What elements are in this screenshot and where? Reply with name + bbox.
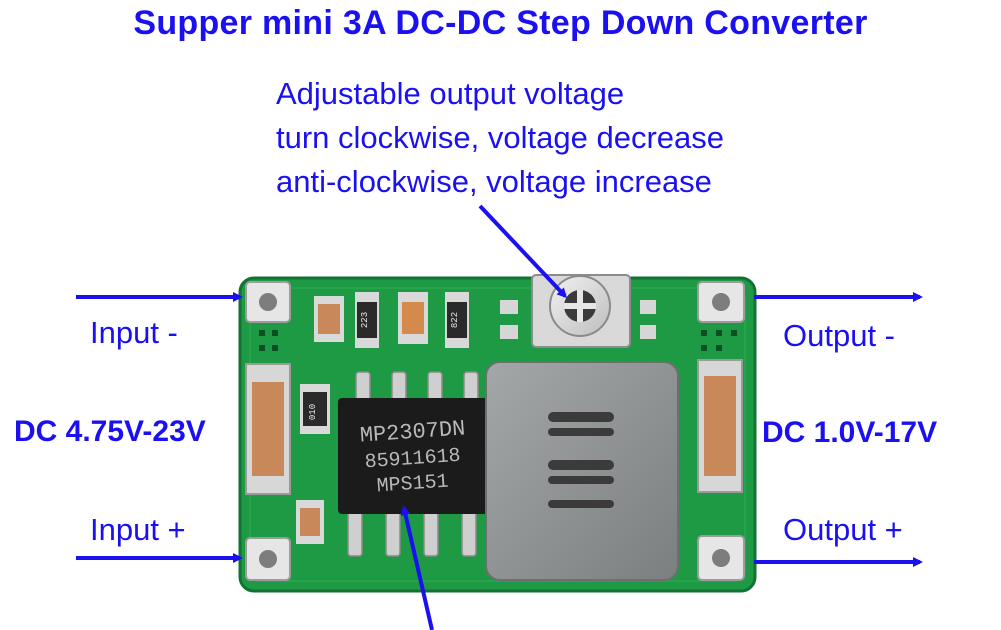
adjust-note-line-3: anti-clockwise, voltage increase <box>276 164 712 199</box>
capacitor-top-left <box>314 296 344 342</box>
inductor <box>485 361 679 581</box>
pcb-vias <box>259 330 737 351</box>
diode-010-mark: 010 <box>308 404 318 420</box>
input-voltage-range: DC 4.75V-23V <box>14 415 206 448</box>
input-plus-pad <box>245 537 291 581</box>
chip-pointer-arrow <box>400 505 434 630</box>
capacitor-bottom-left <box>296 500 324 544</box>
output-plus-label: Output + <box>783 512 903 547</box>
output-voltage-range: DC 1.0V-17V <box>762 416 938 449</box>
resistor-822: 822 <box>445 292 469 348</box>
adjust-note-line-2: turn clockwise, voltage decrease <box>276 120 725 155</box>
output-minus-pad <box>697 281 745 323</box>
input-capacitor <box>245 363 291 495</box>
input-minus-label: Input - <box>90 315 178 350</box>
output-plus-pad <box>697 535 745 581</box>
resistor-822-mark: 822 <box>450 312 460 328</box>
resistor-223: 223 <box>355 292 379 348</box>
ic-marking-line-3: MPS151 <box>376 471 449 499</box>
arrows <box>76 204 923 630</box>
output-capacitor <box>697 359 743 493</box>
ic-chip: MP2307DN 85911618 MPS151 <box>338 398 488 514</box>
potentiometer-pointer-arrow <box>478 204 568 299</box>
adjust-note-line-1: Adjustable output voltage <box>276 76 625 111</box>
input-minus-pad <box>245 281 291 323</box>
page-title: Supper mini 3A DC-DC Step Down Converter <box>133 4 868 42</box>
input-plus-label: Input + <box>90 512 186 547</box>
pcb-small-pads <box>500 300 656 339</box>
resistor-223-mark: 223 <box>360 312 370 328</box>
potentiometer <box>531 274 631 348</box>
capacitor-top-middle <box>398 292 428 344</box>
output-minus-label: Output - <box>783 318 895 353</box>
diode-010: 010 <box>300 384 330 434</box>
